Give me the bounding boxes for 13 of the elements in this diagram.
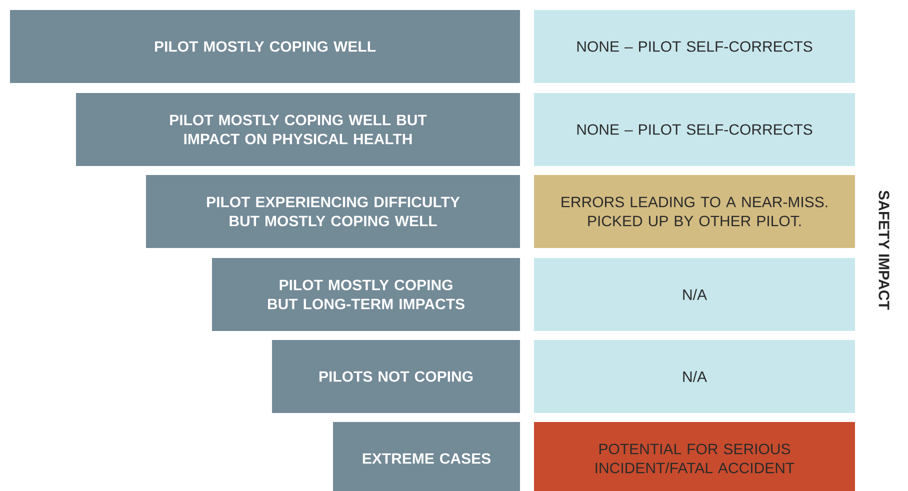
impact-box: NONE – PILOT SELF-CORRECTS bbox=[534, 10, 855, 83]
impact-box: ERRORS LEADING TO A NEAR-MISS. PICKED UP BY OTHER PILOT. bbox=[534, 175, 855, 248]
situation-box: PILOT EXPERIENCING DIFFICULTY BUT MOSTLY COPING WELL bbox=[146, 175, 520, 248]
situation-box: PILOT MOSTLY COPING WELL BUT IMPACT ON PHYSICAL HEALTH bbox=[76, 93, 520, 166]
situation-box: PILOT MOSTLY COPING WELL bbox=[10, 10, 520, 83]
situation-box: PILOTS NOT COPING bbox=[272, 340, 520, 413]
axis-label: SAFETY IMPACT bbox=[878, 190, 890, 310]
impact-box: N/A bbox=[534, 340, 855, 413]
impact-box: POTENTIAL FOR SERIOUS INCIDENT/FATAL ACCIDENT bbox=[534, 422, 855, 491]
impact-box: NONE – PILOT SELF-CORRECTS bbox=[534, 93, 855, 166]
situation-box: EXTREME CASES bbox=[333, 422, 520, 491]
situation-box: PILOT MOSTLY COPING BUT LONG-TERM IMPACTS bbox=[212, 258, 520, 331]
impact-box: N/A bbox=[534, 258, 855, 331]
